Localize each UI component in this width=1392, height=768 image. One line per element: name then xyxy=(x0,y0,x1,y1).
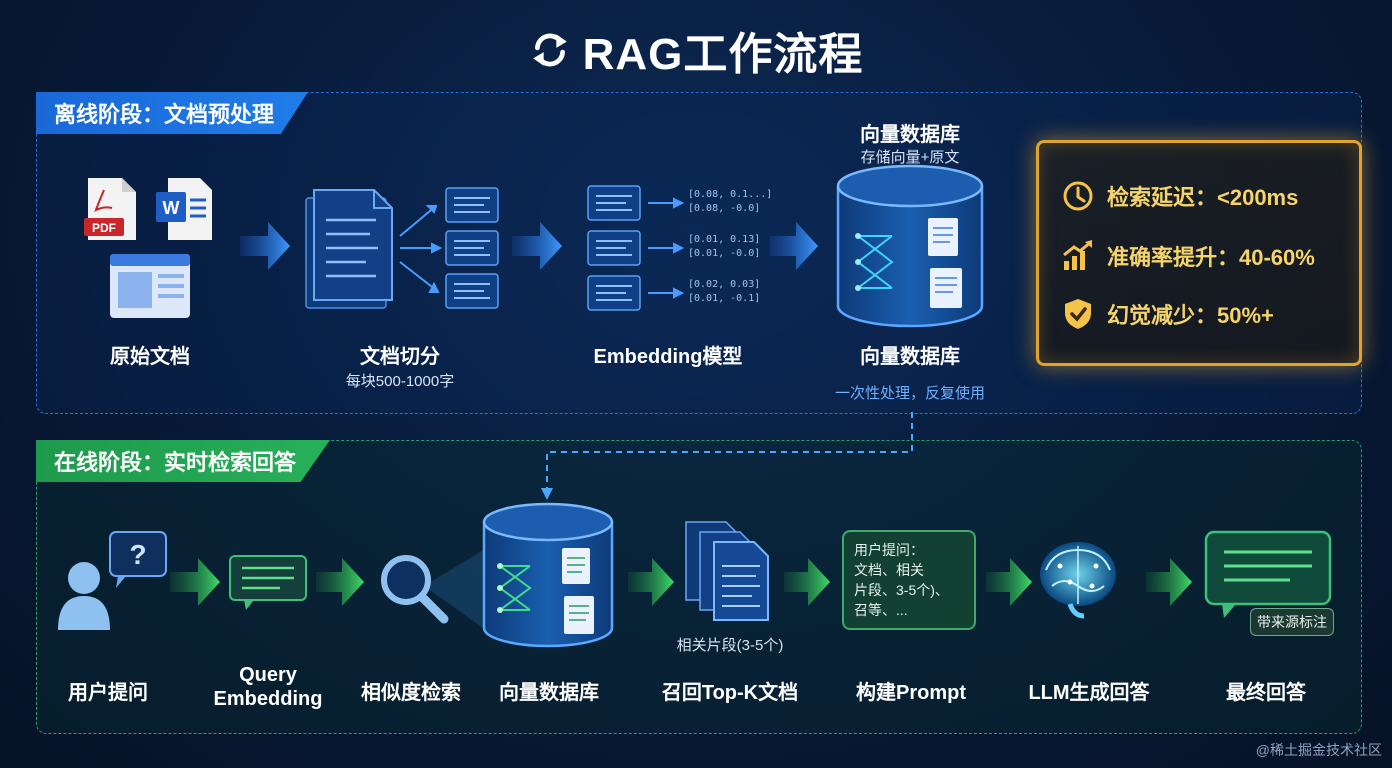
query-embedding-label-1: Query xyxy=(239,664,297,686)
search-icon xyxy=(381,540,500,640)
vector-db-top-sub: 存储向量+原文 xyxy=(860,149,960,166)
vector-values-2: [0.01, 0.13] [0.01, -0.0] xyxy=(688,233,760,261)
flow-arrow xyxy=(1146,558,1192,606)
vector-db-online-label: 向量数据库 xyxy=(499,682,599,704)
query-embedding-icon xyxy=(229,555,307,610)
vector-value: [0.08, 0.1...] xyxy=(688,189,773,200)
metric-latency: 检索延迟：<200ms xyxy=(1061,179,1298,213)
flow-arrow xyxy=(240,222,290,270)
watermark: @稀土掘金技术社区 xyxy=(1255,742,1382,758)
title-text: RAG工作流程 xyxy=(582,30,864,79)
prompt-preview: 用户提问： 文档、相关 片段、3-5个)、 召等、... xyxy=(842,530,976,630)
chunk-card xyxy=(445,230,499,266)
word-file-icon: W xyxy=(156,178,212,240)
web-page-icon xyxy=(110,254,190,318)
split-arrows xyxy=(399,205,443,293)
brain-icon xyxy=(1040,542,1116,619)
question-bubble-icon: ? xyxy=(109,531,167,588)
embedding-card xyxy=(587,230,641,266)
user-icon xyxy=(58,562,110,630)
metrics-panel: 检索延迟：<200ms 准确率提升：40-60% 幻觉减少：50%+ xyxy=(1036,140,1362,366)
final-answer-label: 最终回答 xyxy=(1226,682,1306,704)
embedding-label: Embedding模型 xyxy=(593,346,743,368)
flow-arrow xyxy=(986,558,1032,606)
prompt-line: 用户提问： xyxy=(854,542,924,558)
vector-value: [0.08, -0.0] xyxy=(688,203,761,214)
llm-label: LLM生成回答 xyxy=(1028,682,1150,704)
chunking-label: 文档切分 xyxy=(360,346,440,368)
vector-value: [0.01, -0.1] xyxy=(688,293,761,304)
vector-values-1: [0.08, 0.1...] [0.08, -0.0] xyxy=(688,188,772,216)
final-answer-icon xyxy=(1204,530,1332,618)
raw-docs-label: 原始文档 xyxy=(110,346,190,368)
build-prompt-label: 构建Prompt xyxy=(856,682,966,704)
query-embedding-label-2: Embedding xyxy=(213,688,323,710)
chunk-card xyxy=(445,273,499,309)
recalled-documents-icon xyxy=(685,521,769,621)
pdf-file-icon: PDF xyxy=(84,178,136,240)
chunking-sub: 每块500-1000字 xyxy=(345,373,455,390)
flow-arrow xyxy=(770,222,818,270)
flow-arrow xyxy=(170,558,220,606)
flow-arrow xyxy=(784,558,830,606)
vector-values-3: [0.02, 0.03] [0.01, -0.1] xyxy=(688,278,760,306)
offline-stage-tag: 离线阶段：文档预处理 xyxy=(36,92,309,134)
chunk-card xyxy=(445,187,499,223)
embedding-card xyxy=(587,185,641,221)
connector-line xyxy=(541,412,913,500)
shield-check-icon xyxy=(1065,299,1091,329)
flow-arrow xyxy=(512,222,562,270)
vector-db-top-label: 向量数据库 xyxy=(860,124,960,146)
source-annotation-chip: 带来源标注 xyxy=(1250,608,1334,636)
online-stage-tag: 在线阶段：实时检索回答 xyxy=(36,440,331,482)
document-stack-icon xyxy=(305,189,393,309)
vector-database-icon xyxy=(836,164,984,328)
embedding-arrows xyxy=(648,197,685,299)
recall-label: 召回Top-K文档 xyxy=(661,682,799,704)
vector-db-label: 向量数据库 xyxy=(860,346,960,368)
metric-accuracy: 准确率提升：40-60% xyxy=(1061,239,1315,273)
prompt-line: 文档、相关 xyxy=(854,562,924,578)
vector-value: [0.01, -0.0] xyxy=(688,248,761,259)
page-title: RAG工作流程 xyxy=(0,18,1392,82)
once-note: 一次性处理，反复使用 xyxy=(834,385,985,402)
flow-arrow xyxy=(628,558,674,606)
embedding-card xyxy=(587,275,641,311)
prompt-line: 片段、3-5个)、 xyxy=(854,582,949,598)
question-mark: ? xyxy=(129,539,146,570)
pdf-label: PDF xyxy=(92,221,116,235)
vector-value: [0.01, 0.13] xyxy=(688,234,761,245)
refresh-icon xyxy=(532,33,567,67)
clock-icon xyxy=(1063,181,1093,211)
word-label: W xyxy=(163,198,180,218)
vector-database-icon xyxy=(482,502,614,648)
similarity-search-label: 相似度检索 xyxy=(361,682,461,704)
vector-value: [0.02, 0.03] xyxy=(688,279,761,290)
user-question-label: 用户提问 xyxy=(68,682,148,704)
growth-chart-icon xyxy=(1063,240,1092,270)
metric-hallucination: 幻觉减少：50%+ xyxy=(1061,297,1274,331)
recall-sub: 相关片段(3-5个) xyxy=(676,637,784,654)
prompt-line: 召等、... xyxy=(854,602,908,618)
flow-arrow xyxy=(316,558,364,606)
